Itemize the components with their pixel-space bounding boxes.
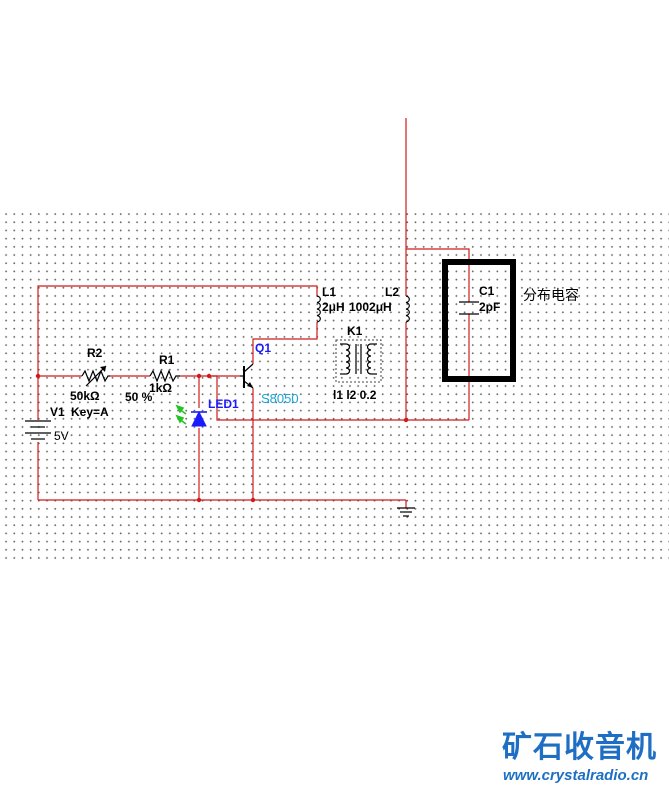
wire-top-loop xyxy=(37,285,318,376)
junction-dot xyxy=(35,373,41,379)
r2-percent-label: 50 % xyxy=(125,390,153,404)
r2-ref-label: R2 xyxy=(87,346,103,360)
led-led1[interactable]: LED1 xyxy=(175,397,239,427)
k1-ref-label: K1 xyxy=(347,324,363,338)
wire-bias-loop xyxy=(209,375,406,421)
ground-icon xyxy=(397,507,415,517)
q1-model-label: S8050 xyxy=(261,391,299,406)
q1-ref-label: Q1 xyxy=(255,341,271,355)
r2-value-label: 50kΩ xyxy=(70,389,100,403)
schematic-grid xyxy=(0,208,669,560)
distributed-capacitance-note: 分布电容 xyxy=(523,287,579,304)
led1-ref-label: LED1 xyxy=(208,397,239,411)
l1-value-label: 2μH xyxy=(322,300,345,314)
l2-value-label: 1002μH xyxy=(349,300,392,314)
led-light-arrows-icon xyxy=(175,404,187,425)
inductor-l2[interactable]: L2 1002μH xyxy=(349,285,410,323)
v1-value-label: 5V xyxy=(54,429,69,443)
l1-ref-label: L1 xyxy=(322,285,336,299)
junction-dot xyxy=(250,497,256,503)
capacitor-c1[interactable]: C1 2pF xyxy=(459,284,500,315)
junction-dot xyxy=(196,373,202,379)
c1-value-label: 2pF xyxy=(479,300,500,314)
v1-key-label: Key=A xyxy=(71,405,109,419)
wire-to-c1 xyxy=(406,248,470,302)
v1-ref-label: V1 xyxy=(50,405,65,419)
l2-ref-label: L2 xyxy=(385,285,399,299)
r1-value-label: 1kΩ xyxy=(149,381,172,395)
inductor-l1[interactable]: L1 2μH xyxy=(316,285,345,323)
resistor-r1[interactable]: R1 1kΩ xyxy=(149,353,180,395)
c1-highlight-box xyxy=(442,259,516,382)
wires xyxy=(37,118,470,508)
c1-ref-label: C1 xyxy=(479,284,495,298)
coupling-k1[interactable]: K1 l1 l2 0.2 xyxy=(333,324,382,402)
resistor-r2[interactable]: R2 50kΩ 50 % xyxy=(70,346,153,404)
transistor-q1[interactable]: Q1 S8050 xyxy=(240,341,299,406)
r1-ref-label: R1 xyxy=(159,353,175,367)
junction-dot xyxy=(196,497,202,503)
watermark-title: 矿石收音机 xyxy=(502,730,657,765)
k1-ratio-label: l1 l2 0.2 xyxy=(333,388,377,402)
watermark-url: www.crystalradio.cn xyxy=(503,767,648,784)
battery-v1[interactable]: V1 Key=A 5V xyxy=(25,405,109,443)
junction-dot xyxy=(206,373,212,379)
watermark: 矿石收音机 www.crystalradio.cn xyxy=(502,730,657,784)
junctions xyxy=(35,373,409,503)
wire-collector-l1 xyxy=(252,322,318,364)
junction-dot xyxy=(403,417,409,423)
